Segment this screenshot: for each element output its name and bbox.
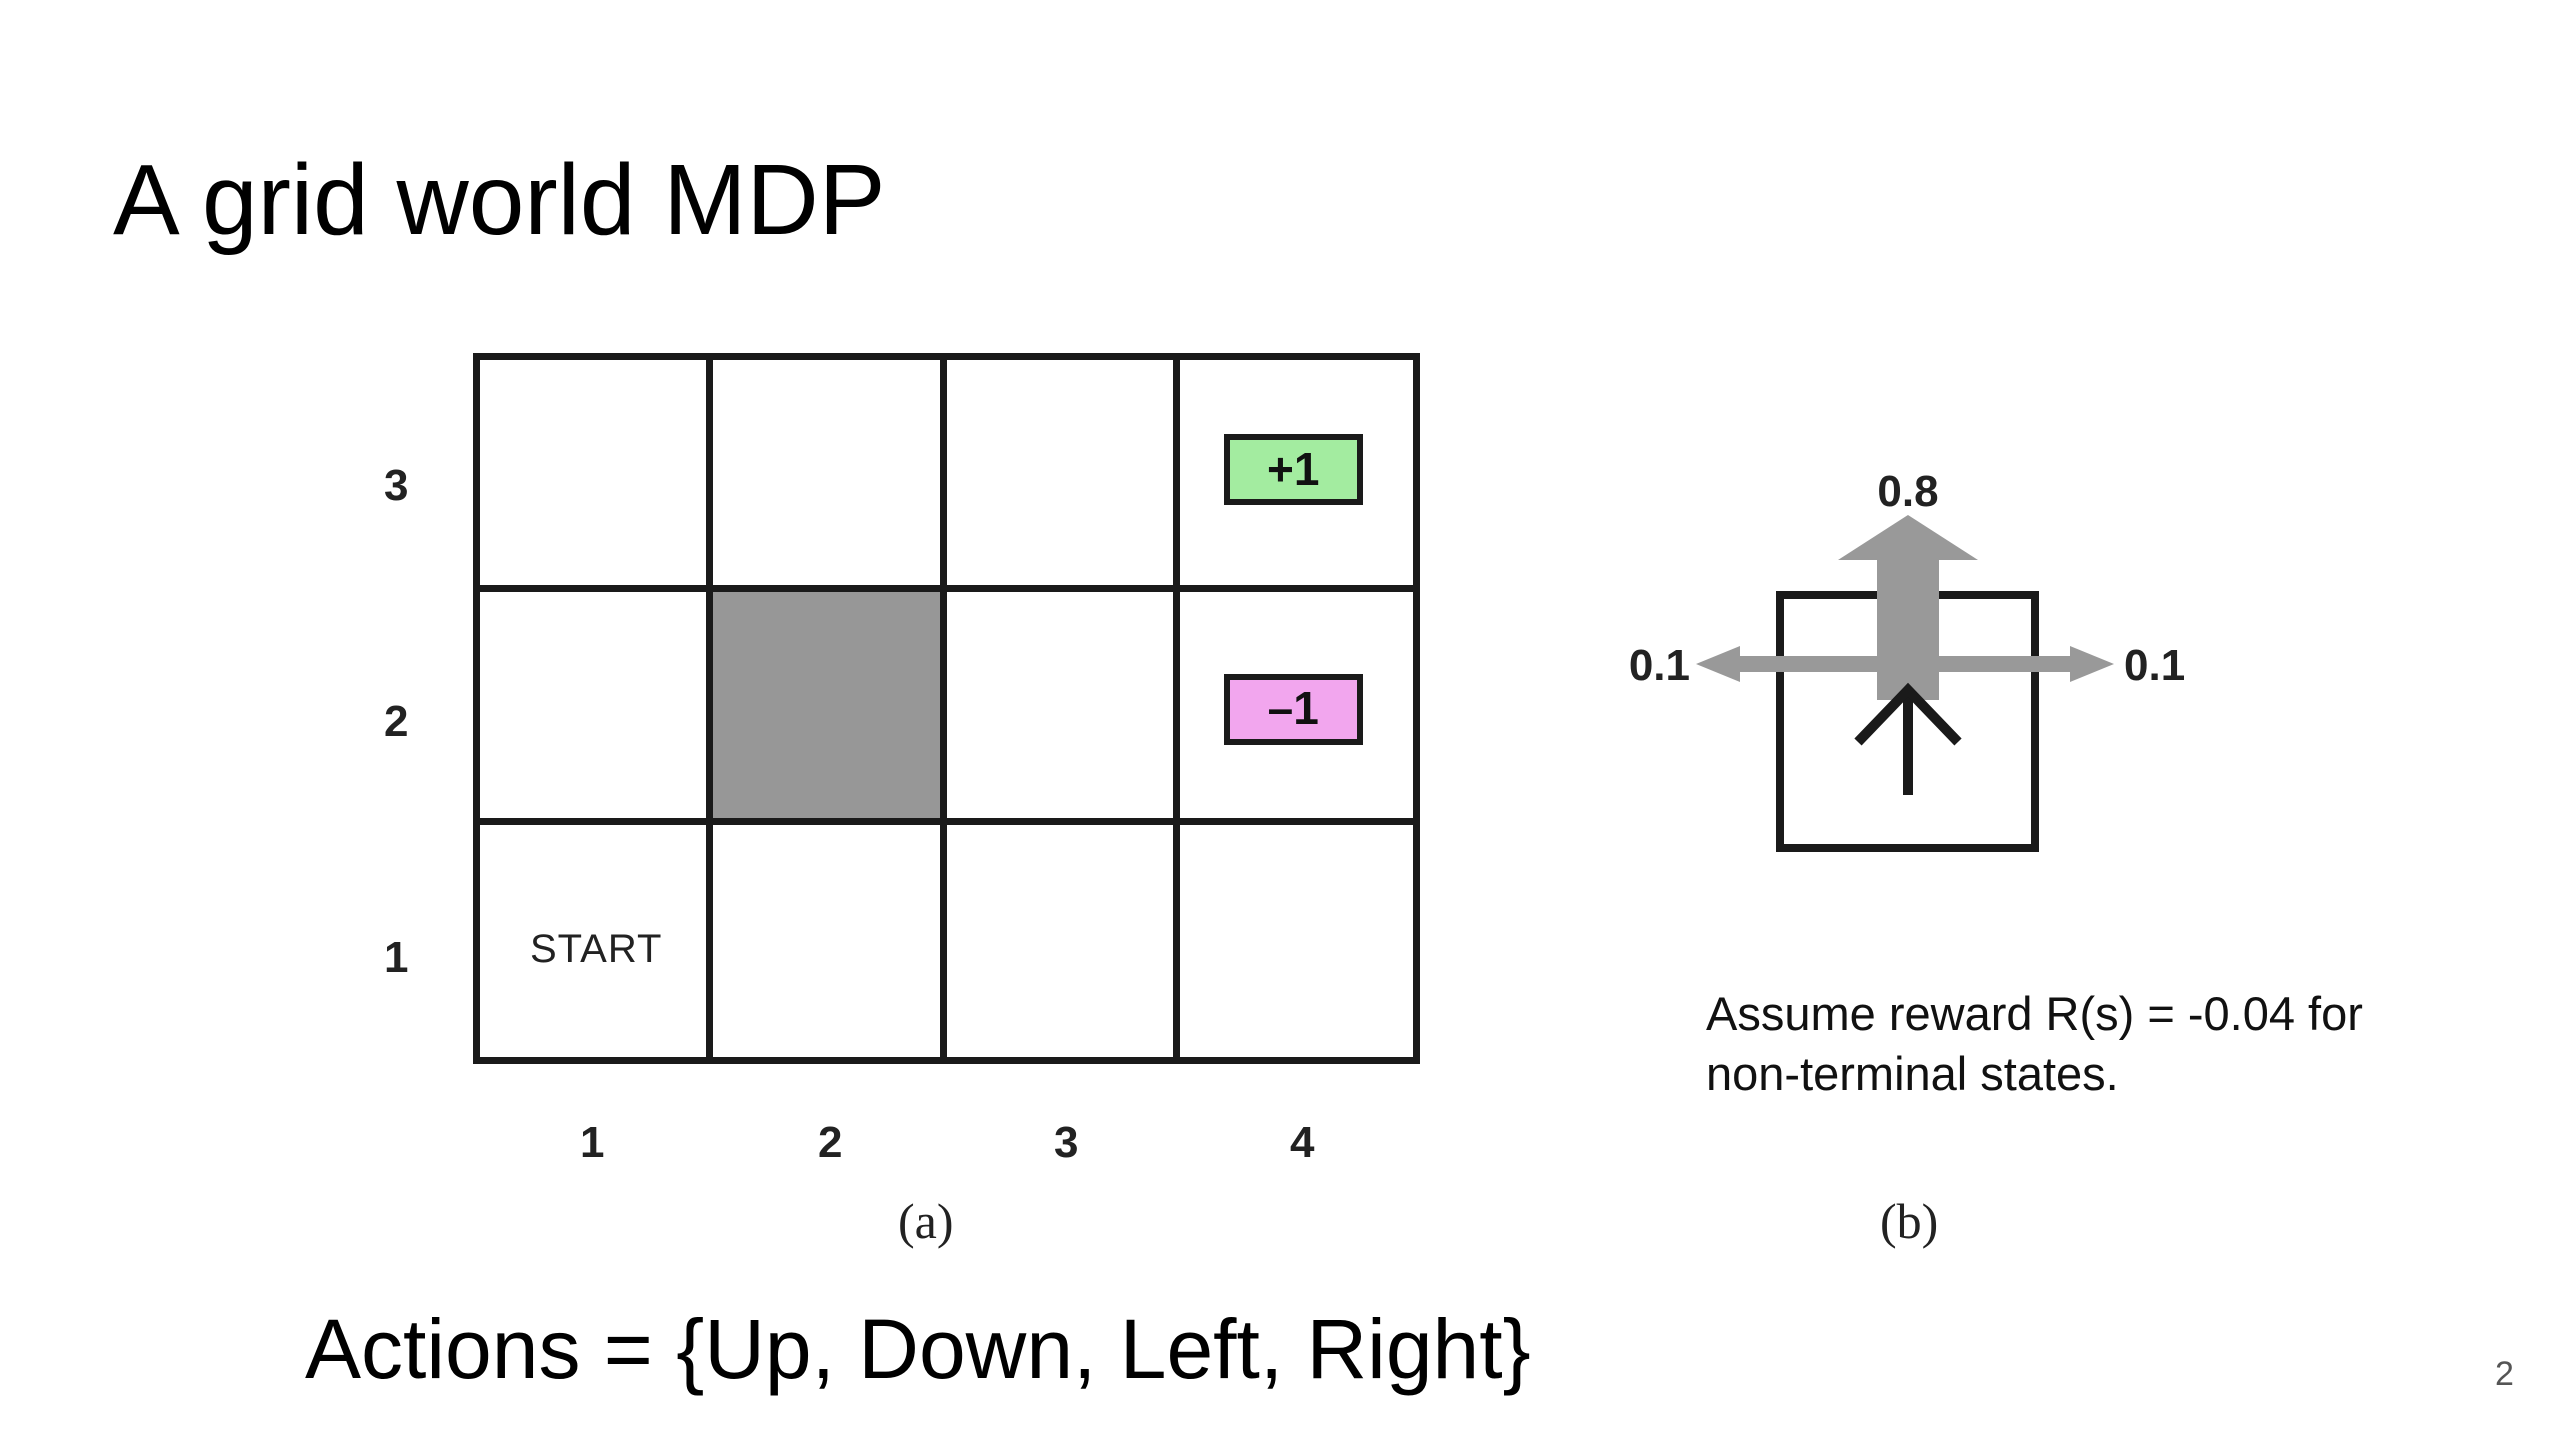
- col-label-4: 4: [1290, 1118, 1315, 1167]
- row-label-2: 2: [384, 697, 409, 746]
- grid-cell: [946, 360, 1180, 593]
- grid-cell-start: START: [480, 824, 714, 1057]
- row-label-1: 1: [384, 933, 409, 982]
- left-arrow-head: [1696, 646, 1740, 682]
- grid-cell: [1180, 825, 1413, 1057]
- right-prob-label: 0.1: [2124, 641, 2185, 690]
- forward-arrow: [1838, 515, 1978, 700]
- col-label-1: 1: [580, 1118, 605, 1167]
- grid-cell: [480, 360, 714, 593]
- grid-cell: [947, 824, 1180, 1057]
- reward-note: Assume reward R(s) = -0.04 for non-termi…: [1706, 987, 2363, 1100]
- left-prob-label: 0.1: [1629, 641, 1690, 690]
- forward-arrow-head: [1838, 515, 1978, 560]
- forward-prob-label: 0.8: [1877, 467, 1938, 516]
- grid-cell: [946, 592, 1180, 825]
- grid-world: +1 –1 START: [473, 353, 1420, 1064]
- transition-model-diagram: 0.8 0.1 0.1: [1629, 467, 2185, 852]
- right-arrow-head: [2070, 646, 2114, 682]
- terminal-minus-one: –1: [1223, 674, 1363, 746]
- slide-title: A grid world MDP: [113, 144, 886, 256]
- grid-cell: [713, 824, 947, 1057]
- start-label: START: [530, 926, 663, 971]
- terminal-plus-one: +1: [1223, 434, 1363, 505]
- grid-cell-terminal-minus: –1: [1179, 592, 1413, 825]
- intended-action-arrow-icon: [1854, 682, 1962, 795]
- grid-cell-terminal-plus: +1: [1179, 360, 1413, 593]
- grid-cell: [480, 592, 714, 825]
- col-label-2: 2: [818, 1118, 843, 1167]
- row-label-3: 3: [384, 461, 409, 510]
- actions-text: Actions = {Up, Down, Left, Right}: [305, 1302, 1531, 1396]
- caption-b: (b): [1880, 1193, 1939, 1249]
- page-number: 2: [2495, 1355, 2514, 1393]
- col-label-3: 3: [1054, 1118, 1079, 1167]
- grid-cell: [713, 360, 947, 593]
- caption-a: (a): [898, 1193, 954, 1249]
- wall-cell: [713, 592, 947, 825]
